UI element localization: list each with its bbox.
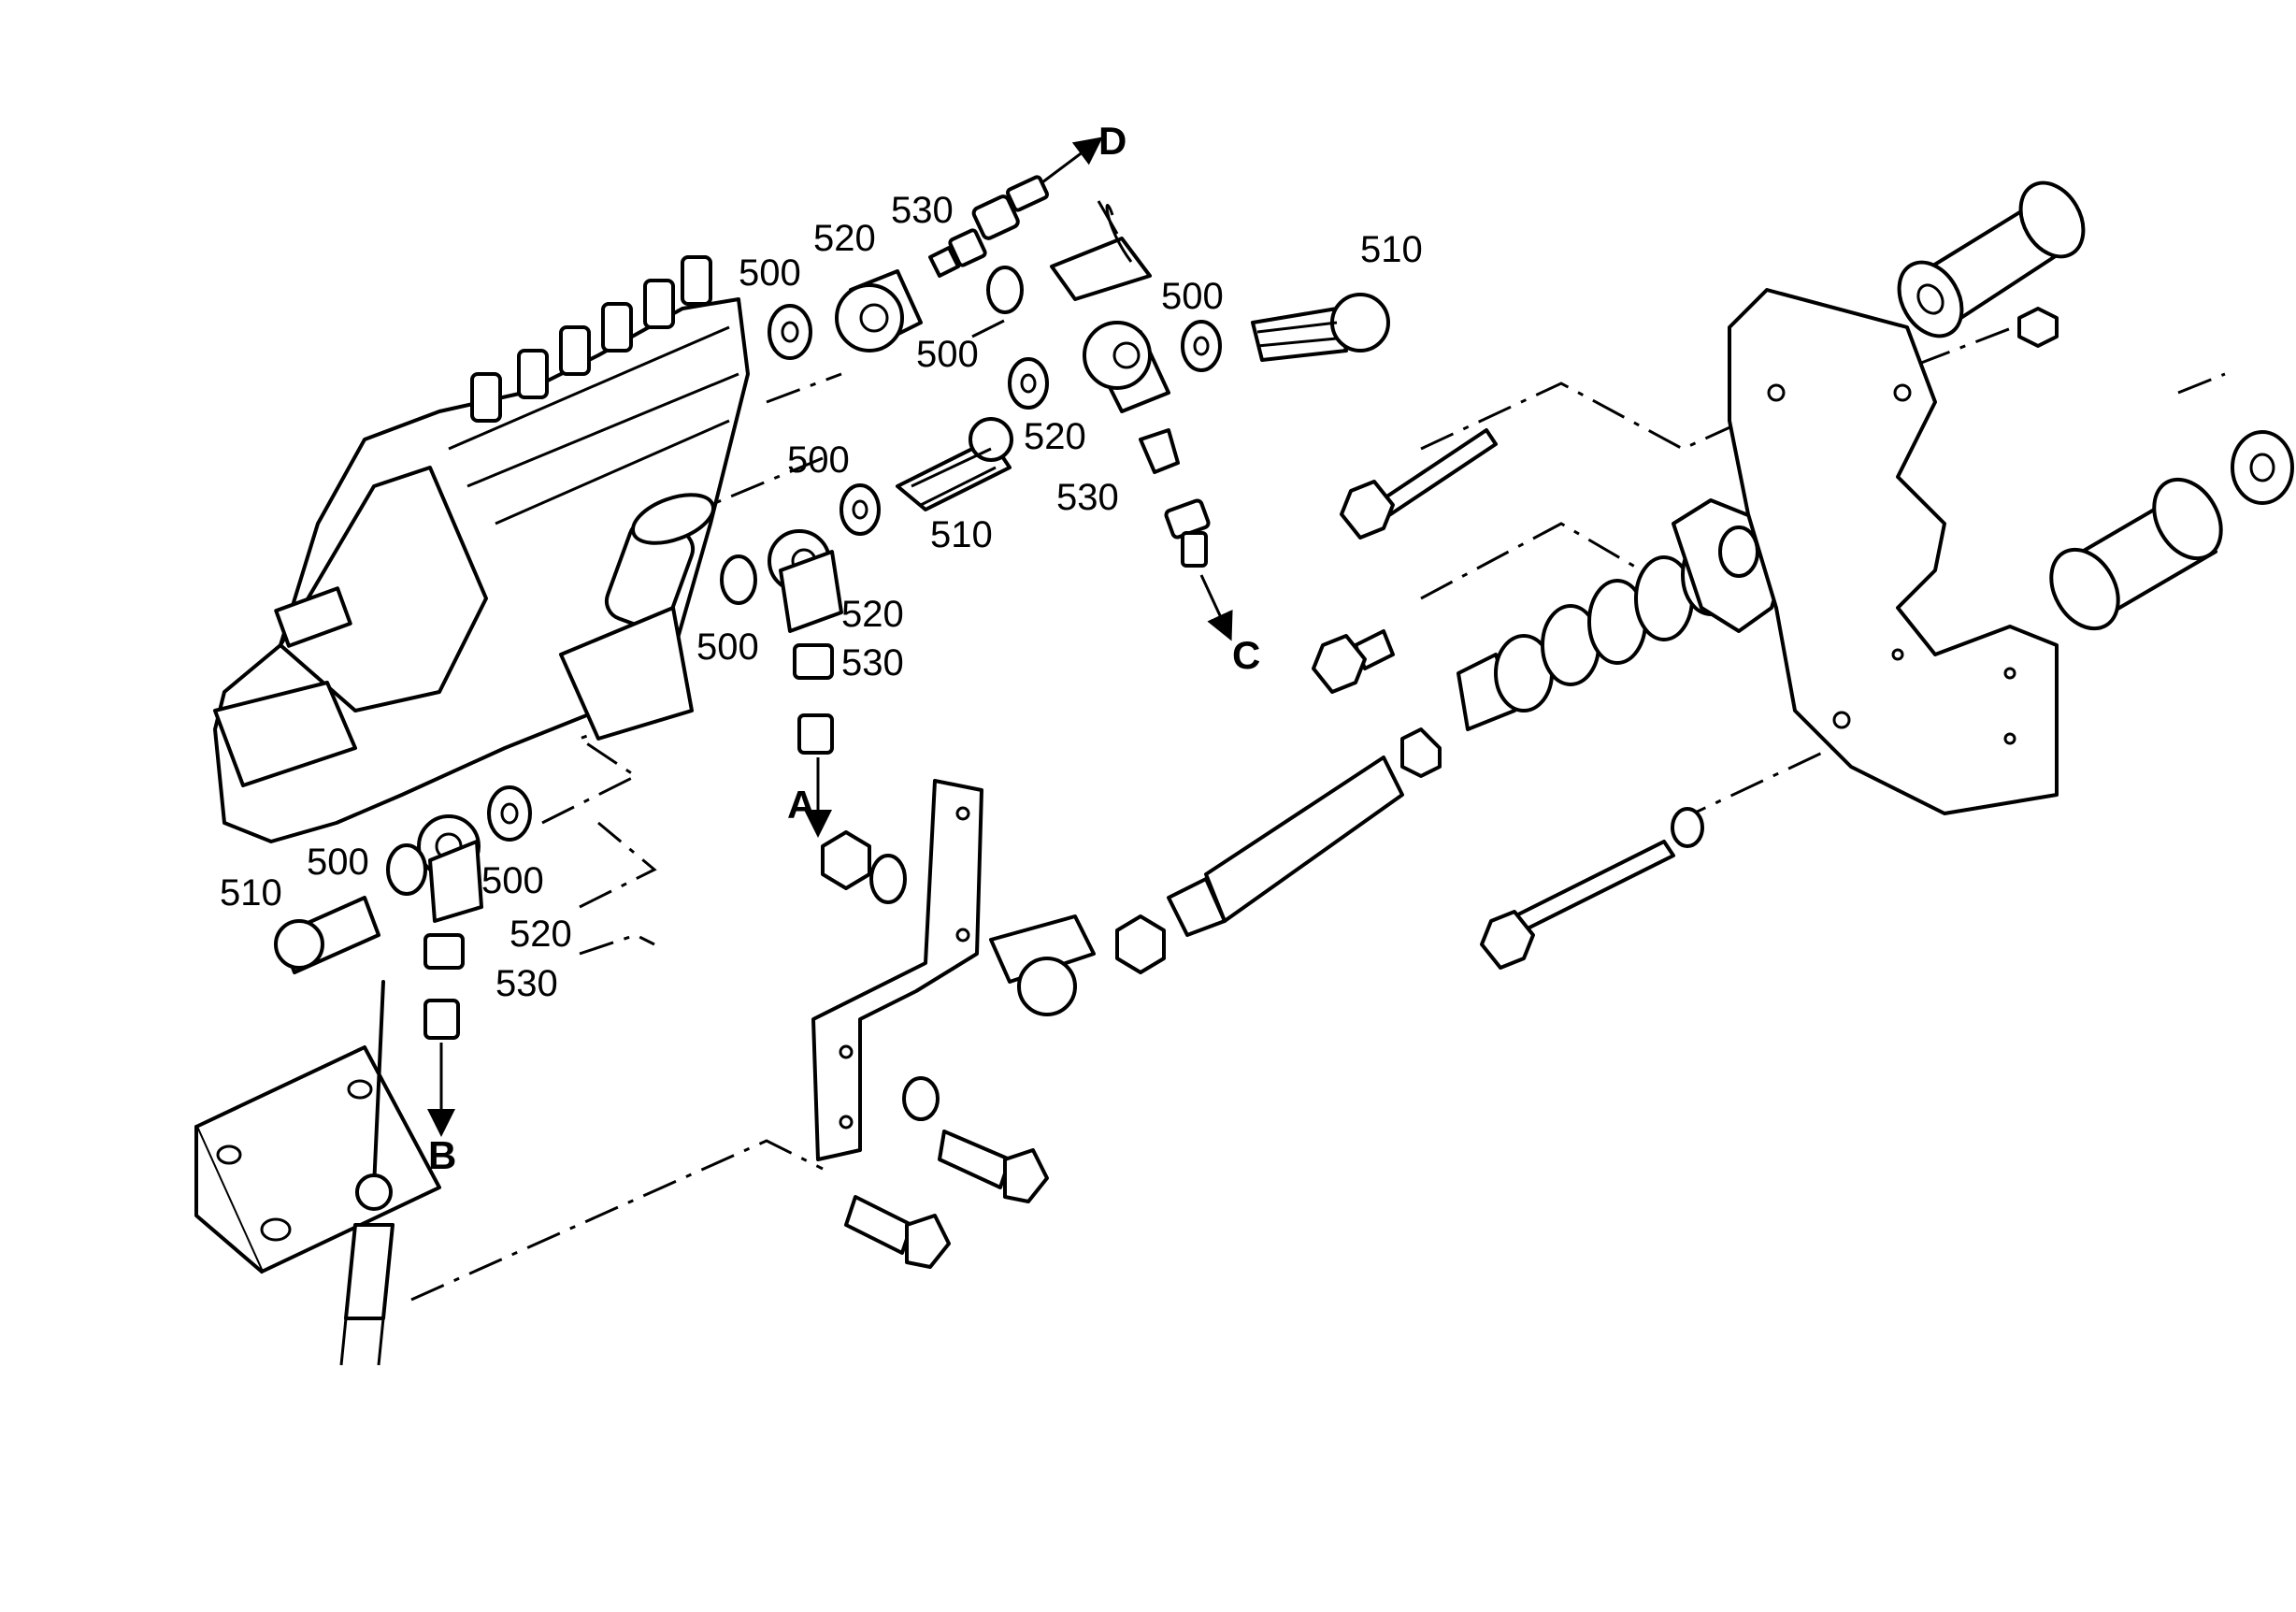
nut-washer-set bbox=[821, 830, 907, 904]
callout-labels: 500 520 530 510 500 500 520 530 500 510 … bbox=[220, 190, 1423, 1004]
callout-label: 530 bbox=[841, 642, 904, 684]
callout-label: 500 bbox=[916, 334, 979, 375]
spacer-sleeves bbox=[1897, 180, 2294, 631]
banjo-fitting-group-top bbox=[768, 137, 1152, 360]
connection-label-a: A bbox=[787, 783, 815, 827]
banjo-fitting-group-center bbox=[720, 417, 1013, 838]
callout-label: 500 bbox=[787, 439, 850, 481]
connection-label-d: D bbox=[1098, 119, 1126, 163]
callout-label: 500 bbox=[696, 626, 759, 668]
banjo-fitting-group-lower bbox=[274, 785, 532, 1137]
banjo-fitting-group-mid bbox=[1008, 293, 1390, 641]
callout-label: 530 bbox=[1056, 477, 1119, 518]
callout-label: 510 bbox=[220, 872, 282, 914]
delivery-valve-row bbox=[470, 255, 712, 423]
injection-pump bbox=[213, 255, 750, 843]
callout-label: 520 bbox=[813, 218, 876, 259]
short-bolts bbox=[844, 1076, 1049, 1269]
connection-label-b: B bbox=[428, 1133, 456, 1177]
lever-bracket bbox=[811, 779, 983, 1161]
long-bolts bbox=[1312, 428, 1704, 970]
callout-label: 530 bbox=[891, 190, 954, 231]
mounting-plate bbox=[1728, 288, 2059, 815]
connection-letters: D C A B bbox=[428, 119, 1260, 1177]
callout-label: 500 bbox=[739, 252, 801, 294]
ball-joint-rod bbox=[989, 727, 1442, 1016]
callout-label: 500 bbox=[481, 860, 544, 901]
callout-label: 520 bbox=[1024, 416, 1086, 457]
hand-primer-pump bbox=[559, 493, 715, 741]
angle-bracket-left bbox=[194, 980, 441, 1366]
connection-label-c: C bbox=[1232, 633, 1260, 677]
callout-label: 520 bbox=[841, 594, 904, 635]
callout-label: 500 bbox=[1161, 276, 1224, 317]
callout-label: 510 bbox=[1360, 229, 1423, 270]
callout-label: 520 bbox=[509, 914, 572, 955]
callout-label: 500 bbox=[307, 842, 369, 883]
callout-label: 530 bbox=[495, 963, 558, 1004]
callout-label: 510 bbox=[930, 514, 993, 555]
